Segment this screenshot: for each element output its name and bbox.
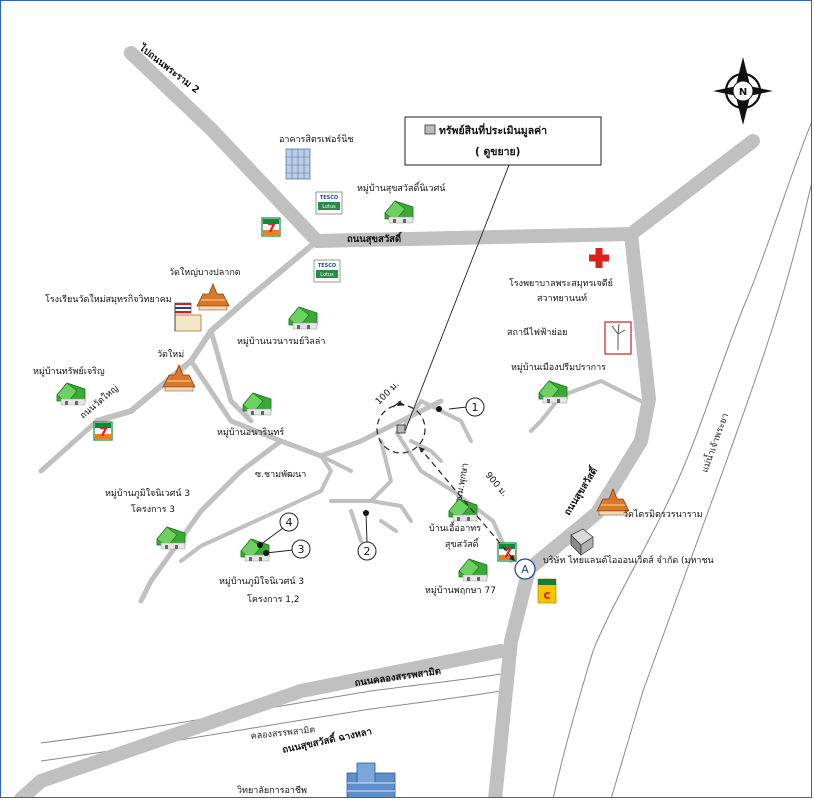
svg-text:Lotus: Lotus <box>320 272 334 278</box>
label-village-north: หมู่บ้านสุขสวัสดิ์นิเวศน์ <box>357 181 446 194</box>
seven-eleven-icon <box>260 216 282 238</box>
seven-eleven-icon <box>92 420 114 442</box>
label-village-phumi12-line2: โครงการ 1,2 <box>247 594 300 605</box>
marker-1-label: 1 <box>472 401 479 414</box>
road-network <box>14 46 760 797</box>
village-icon <box>242 392 272 416</box>
subject-property-swatch <box>396 424 406 434</box>
route-line <box>418 446 516 562</box>
river-label: แม่น้ำเจ้าพระยา <box>698 411 732 474</box>
label-village-pruksa: หมู่บ้านพฤกษา 77 <box>425 585 496 596</box>
legend-box: ทรัพย์สินที่ประเมินมูลค่า ( ดูขยาย) <box>404 116 602 432</box>
label-hospital-line2: สวาทยานนท์ <box>537 292 587 304</box>
village-icon <box>384 200 414 224</box>
label-village-uea-line2: สุขสวัสดิ์ <box>445 537 480 550</box>
label-village-muang: หมู่บ้านเมืองปรีมปราการ <box>511 362 606 373</box>
marker-2: 2 <box>357 510 377 561</box>
village-icon <box>156 526 186 550</box>
label-village-phumi3-line2: โครงการ 3 <box>131 504 175 515</box>
road-label-sukhumvit-dee: ถนนสุขสวัสดิ์ <box>347 231 403 245</box>
label-company: บริษัท ไทยแลนด์ไอออนเวิตส์ จำกัด (มหาชน <box>543 554 714 566</box>
marker-3: 3 <box>263 539 311 559</box>
road-label-soi-center: ซ.ชามพัฒนา <box>255 470 306 480</box>
village-icon <box>538 380 568 404</box>
village-icon <box>288 306 318 330</box>
compass-icon: N <box>713 57 773 125</box>
label-substation: สถานีไฟฟ้าย่อย <box>507 327 567 338</box>
marker-2-label: 2 <box>364 545 371 558</box>
river-outline <box>40 122 811 797</box>
distance-label-route: 900 ม. <box>483 471 509 500</box>
college-building-icon <box>346 762 396 797</box>
village-icon <box>56 382 86 406</box>
label-college: วิทยาลัยการอาชีพ <box>237 785 307 796</box>
substation-icon <box>604 321 632 355</box>
label-temple-right: วัดไตรมิตรวรนาราม <box>623 509 703 520</box>
label-hospital-line1: โรงพยาบาลพระสมุทรเจดีย์ <box>509 277 613 289</box>
marker-1: 1 <box>436 397 485 417</box>
gas-station-icon: c <box>537 578 557 604</box>
svg-text:Lotus: Lotus <box>322 204 336 210</box>
tesco-lotus-icon: TESCO Lotus <box>313 259 341 283</box>
marker-a: A <box>514 558 536 580</box>
legend-swatch <box>424 124 436 135</box>
label-village-nawa: หมู่บ้านนวนารมย์วิลล่า <box>237 335 325 347</box>
label-village-phumi3-line1: หมู่บ้านภูมิใจนิเวศน์ 3 <box>105 487 190 499</box>
legend-title: ทรัพย์สินที่ประเมินมูลค่า <box>439 122 547 138</box>
label-school: โรงเรียนวัดใหม่สมุทรกิจวิทยาคม <box>45 294 172 305</box>
label-village-sap: หมู่บ้านทรัพย์เจริญ <box>33 365 105 377</box>
road-label-soi-mid: ซ.ม.พุกษา <box>454 462 471 503</box>
marker-4: 4 <box>257 512 299 548</box>
svg-text:TESCO: TESCO <box>320 195 338 201</box>
marker-3-label: 3 <box>298 543 305 556</box>
label-temple-big: วัดใหญ่บางปลากด <box>169 267 241 278</box>
company-building-icon <box>570 528 594 556</box>
compass-letter: N <box>739 87 747 98</box>
temple-icon <box>196 283 230 311</box>
marker-a-label: A <box>521 563 529 576</box>
label-village-anarin: หมู่บ้านอนารินทร์ <box>217 426 284 438</box>
school-icon <box>174 302 202 332</box>
label-village-phumi12-line1: หมู่บ้านภูมิใจนิเวศน์ 3 <box>219 575 304 587</box>
legend-subtitle: ( ดูขยาย) <box>475 146 520 159</box>
temple-icon <box>162 364 196 392</box>
village-icon <box>458 558 488 582</box>
svg-text:TESCO: TESCO <box>318 263 336 269</box>
label-village-uea-line1: บ้านเอื้ออาทร <box>429 521 481 534</box>
svg-text:c: c <box>543 588 550 602</box>
label-temple-new: วัดใหม่ <box>157 349 184 360</box>
label-tower: อาคารสิตรเฟอร์นิช <box>279 133 354 145</box>
marker-4-label: 4 <box>286 516 293 529</box>
hospital-icon <box>588 247 610 269</box>
tesco-lotus-icon: TESCO Lotus <box>315 191 343 215</box>
village-icon <box>240 538 270 562</box>
tower-building-icon <box>285 148 311 180</box>
